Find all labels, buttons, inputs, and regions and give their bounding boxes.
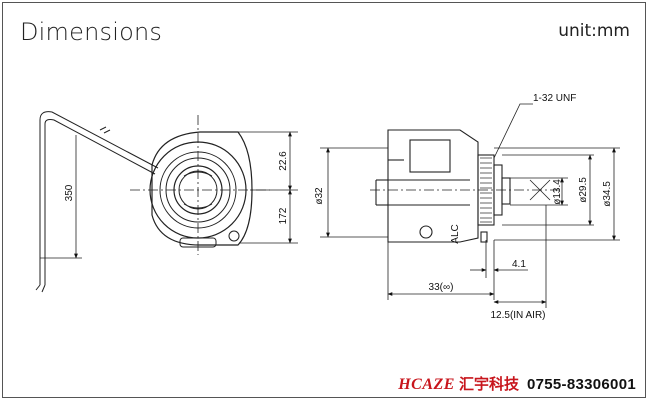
alc-label: ALC bbox=[450, 224, 461, 243]
dim-front-upper: 22.6 bbox=[278, 151, 289, 171]
dim-back-focus: 12.5(IN AIR) bbox=[490, 310, 545, 321]
dim-cable-length: 350 bbox=[64, 184, 75, 201]
unit-label: unit:mm bbox=[558, 21, 630, 41]
brand-logo: HCAZE bbox=[398, 376, 455, 393]
company-name: 汇宇科技 bbox=[458, 376, 519, 393]
page-title: Dimensions bbox=[20, 18, 163, 46]
dim-length: 33(∞) bbox=[429, 282, 454, 293]
dim-inner-diameter: ø13.4 bbox=[552, 179, 563, 205]
dim-body-diameter: ø32 bbox=[314, 187, 325, 205]
dim-front-lower: 172 bbox=[278, 207, 289, 224]
thread-label: 1-32 UNF bbox=[533, 93, 576, 104]
cable bbox=[39, 111, 159, 285]
front-dims bbox=[40, 131, 298, 259]
dim-flange-offset: 4.1 bbox=[512, 259, 526, 270]
alc-knob bbox=[419, 225, 433, 239]
phone-number: 0755-83306001 bbox=[526, 376, 636, 393]
diagram-frame bbox=[2, 2, 646, 398]
iris-screw bbox=[228, 230, 240, 242]
side-dims bbox=[320, 103, 620, 308]
motor-box bbox=[409, 139, 451, 173]
dim-outer-diameter: ø34.5 bbox=[602, 181, 613, 207]
dim-mid-diameter: ø29.5 bbox=[578, 177, 589, 203]
lens-body bbox=[387, 129, 479, 243]
